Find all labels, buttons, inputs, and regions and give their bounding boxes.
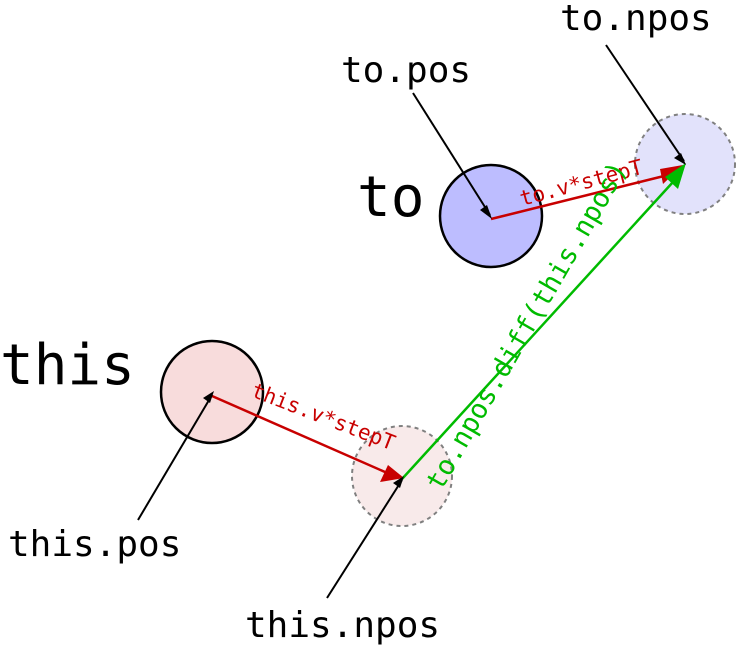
this-npos-pointer	[326, 476, 404, 599]
this-label: this	[0, 333, 135, 398]
to-npos-label: to.npos	[560, 0, 712, 39]
this-pos-label: this.pos	[8, 524, 181, 565]
to-circle	[438, 163, 544, 269]
to-pos-label: to.pos	[341, 50, 471, 91]
to-pos-pointer	[412, 92, 492, 219]
this-velocity-arrow	[211, 394, 404, 482]
diff-arrow	[401, 163, 686, 480]
to-npos-pointer	[605, 44, 686, 165]
this-circle	[159, 339, 265, 445]
this-pos-pointer	[137, 391, 214, 521]
to-label: to	[357, 165, 424, 230]
this-npos-label: this.npos	[245, 605, 440, 646]
